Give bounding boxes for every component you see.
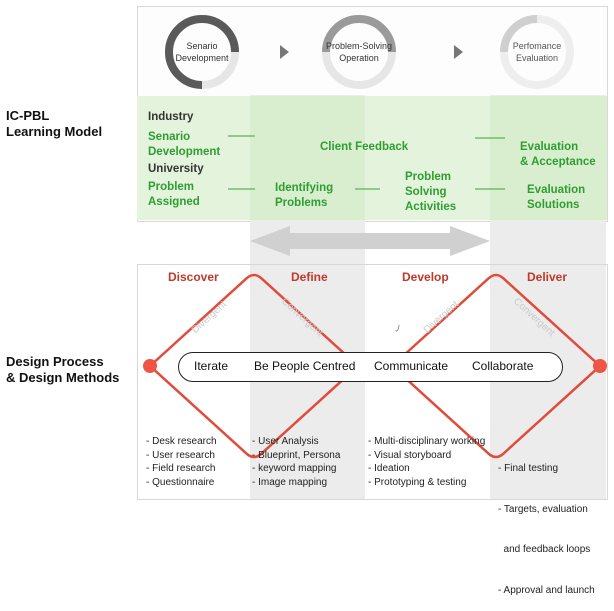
university-label: University [148,163,204,175]
learning-model-connectors [228,135,505,190]
evaluation-acceptance-label: Evaluation& Acceptance [520,141,596,168]
principle-people-centred: Be People Centred [254,359,356,373]
methods-deliver: - Final testing - Targets, evaluation an… [498,435,595,611]
green-band-col-2 [250,96,365,220]
list-item: - Final testing [498,463,559,474]
end-dot [593,359,607,373]
phase-deliver: Deliver [527,270,568,284]
phase-define: Define [291,270,328,284]
double-diamond: ,/ [143,273,607,459]
stage-3-ring [500,15,538,53]
list-item: - Visual storyboard [368,449,452,461]
list-item: - Image mapping [252,476,328,488]
stage-2-ring [322,15,396,53]
principles-pill [178,352,563,382]
phase-discover: Discover [168,270,219,284]
design-process-frame [137,264,608,500]
list-item: - Approval and launch [498,584,595,596]
industry-label: Industry [148,111,194,123]
stage-arrow-icon [280,45,289,59]
phase-develop: Develop [402,270,449,284]
design-process-title: Design Process& Design Methods [6,354,120,385]
double-arrow-icon [250,226,490,256]
stage-arrow-icon [454,45,463,59]
client-feedback-label: Client Feedback [320,141,409,153]
list-item: - User Analysis [252,436,319,447]
svg-text:,/: ,/ [395,324,400,333]
list-item: - Questionnaire [146,476,215,488]
list-item: and feedback loops [498,544,591,555]
list-item: - Prototyping & testing [368,476,467,488]
stage-circles [165,15,574,89]
list-item: - Desk research [146,436,217,447]
start-dot [143,359,157,373]
principle-iterate: Iterate [194,359,229,373]
list-item: - Ideation [368,463,410,474]
stage-1-ring [165,15,239,89]
methods-develop: - Multi-disciplinary working - Visual st… [368,435,485,489]
list-item: - Multi-disciplinary working [368,436,486,447]
principle-communicate: Communicate [374,359,449,373]
list-item: - keyword mapping [252,463,337,474]
methods-discover: - Desk research - User research - Field … [146,435,217,489]
green-band-col-4 [490,96,607,220]
list-item: - Blueprint, Persona [252,449,341,461]
list-item: - Field research [146,463,216,474]
list-item: - User research [146,449,215,461]
principle-collaborate: Collaborate [472,359,534,373]
methods-define: - User Analysis - Blueprint, Persona - k… [252,435,340,489]
list-item: - Targets, evaluation [498,503,588,515]
